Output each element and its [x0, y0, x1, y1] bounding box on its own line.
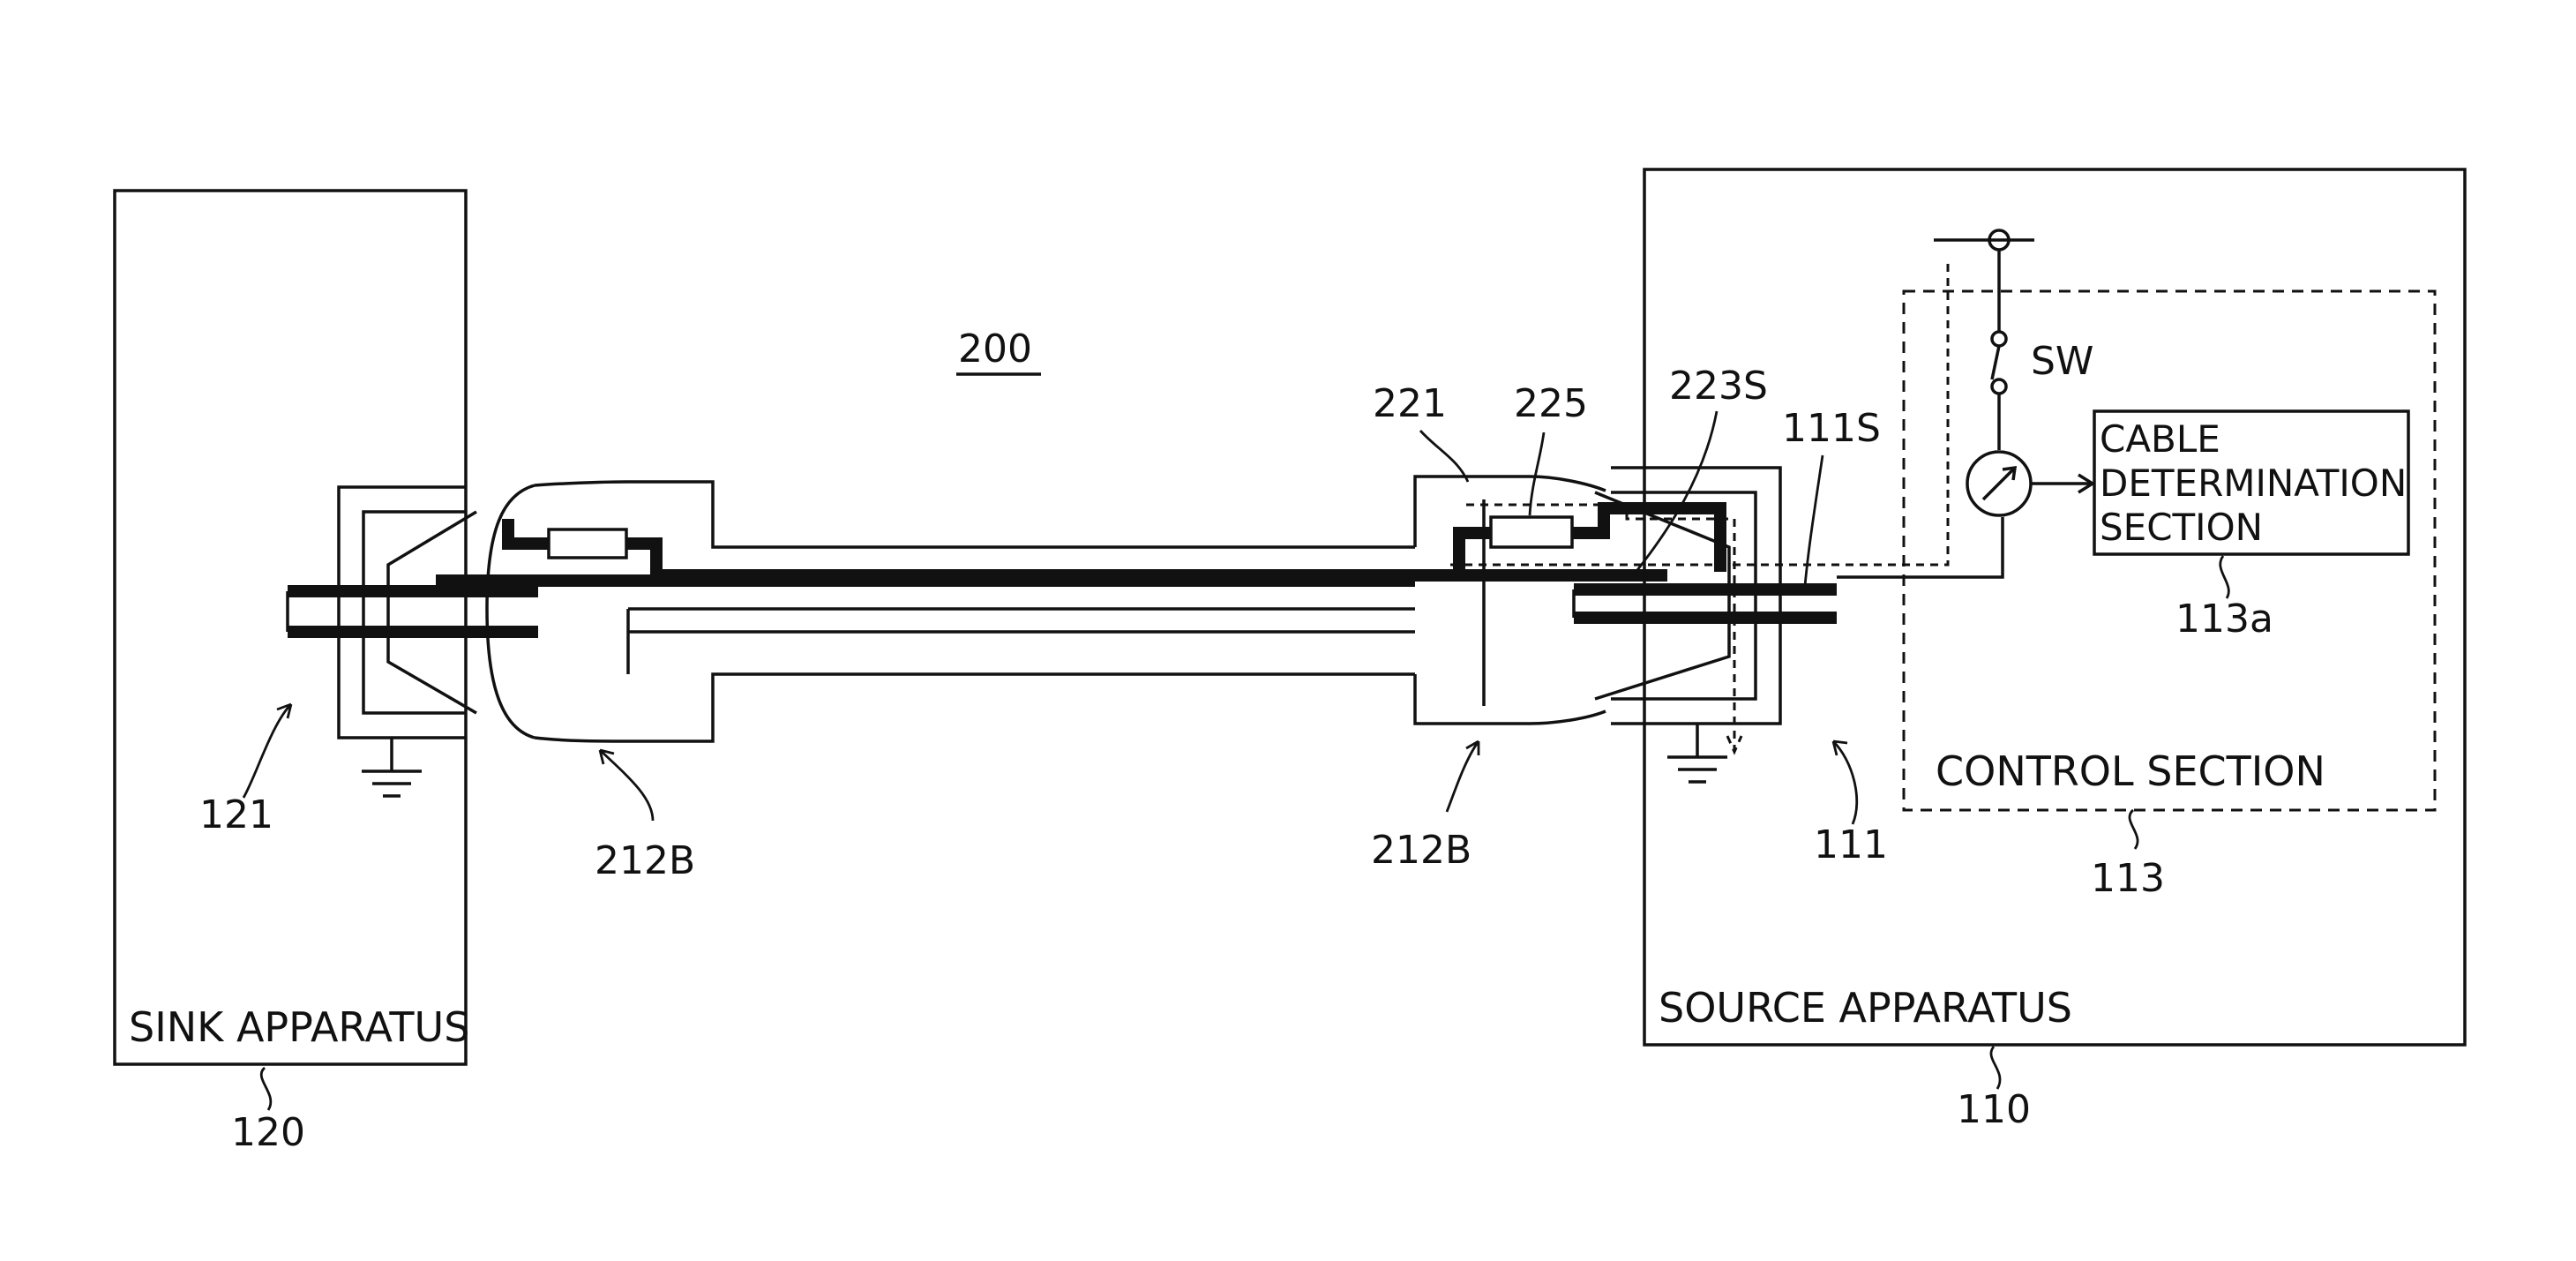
- right-plug-label: 212B: [1371, 828, 1471, 873]
- source-receptacle-leader: [1833, 741, 1857, 824]
- control-section-title: CONTROL SECTION: [1936, 747, 2325, 795]
- right-plug: [1415, 477, 1720, 724]
- source-ref-label: 110: [1957, 1087, 2031, 1132]
- cable-determination-leader: [2220, 556, 2229, 598]
- left-plug-resistor: [549, 529, 626, 558]
- cable: 200 212B 212: [436, 327, 1768, 883]
- source-terminal-label: 111S: [1782, 406, 1881, 451]
- resistor-label: 225: [1514, 381, 1588, 426]
- cable-determination-line-3: SECTION: [2100, 506, 2263, 549]
- source-receptacle: [1574, 468, 1837, 782]
- source-ref-leader: [1991, 1047, 2000, 1089]
- source-terminal-leader: [1805, 455, 1823, 586]
- cable-determination-line-2: DETERMINATION: [2100, 462, 2407, 505]
- source-apparatus-title: SOURCE APPARATUS: [1659, 984, 2072, 1032]
- right-plug-resistor: [1491, 517, 1572, 547]
- left-plug-leader: [600, 750, 653, 821]
- sink-receptacle-label: 121: [199, 792, 273, 837]
- control-section-box: [1904, 291, 2435, 810]
- control-section-ref: 113: [2091, 856, 2165, 901]
- detect-wire: [1837, 517, 2003, 577]
- plug-shell-leader: [1420, 431, 1468, 482]
- meter-icon: [1967, 452, 2031, 515]
- left-plug-label: 212B: [595, 838, 695, 883]
- left-plug: [436, 482, 1415, 741]
- source-apparatus-box: [1644, 169, 2465, 1045]
- source-apparatus: SOURCE APPARATUS 110 111 111S: [1450, 169, 2465, 1132]
- sink-receptacle: [288, 487, 538, 796]
- cable-ref-label: 200: [958, 327, 1032, 372]
- switch-label: SW: [2031, 339, 2093, 384]
- cable-determination-ref: 113a: [2175, 597, 2273, 642]
- line-ref-leader: [1637, 411, 1717, 570]
- plug-shell-label: 221: [1373, 381, 1447, 426]
- resistor-leader: [1530, 432, 1544, 515]
- sink-apparatus-title: SINK APPARATUS: [129, 1003, 469, 1051]
- cable-determination-section: CABLE DETERMINATION SECTION: [2094, 411, 2408, 554]
- source-receptacle-label: 111: [1814, 822, 1888, 867]
- sink-receptacle-leader: [243, 704, 291, 798]
- line-ref-label: 223S: [1669, 364, 1768, 409]
- sink-apparatus: SINK APPARATUS 120 121: [115, 191, 538, 1155]
- switch: [1992, 332, 2006, 450]
- sink-ref-leader: [261, 1068, 271, 1110]
- right-plug-leader: [1447, 741, 1479, 812]
- sink-ref-label: 120: [231, 1110, 305, 1155]
- cable-determination-line-1: CABLE: [2100, 417, 2220, 461]
- control-section-leader: [2130, 810, 2138, 849]
